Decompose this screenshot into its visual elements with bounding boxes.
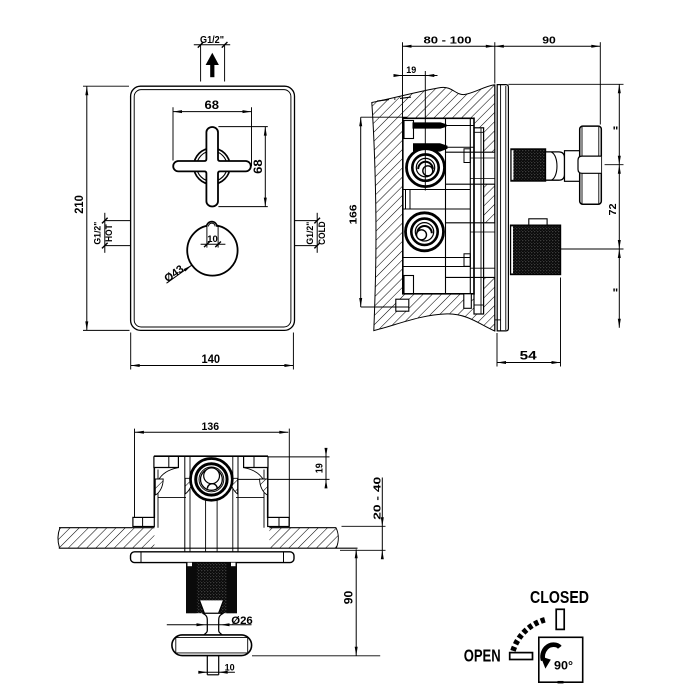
- svg-text:OPEN: OPEN: [464, 646, 501, 666]
- svg-text:80 - 100: 80 - 100: [424, 35, 472, 47]
- svg-text:68: 68: [205, 98, 220, 112]
- svg-text:54: 54: [520, 349, 537, 363]
- svg-text:10: 10: [225, 663, 235, 673]
- svg-text:140: 140: [202, 352, 221, 366]
- svg-text:": ": [612, 286, 618, 300]
- svg-text:210: 210: [72, 195, 86, 214]
- svg-text:": ": [613, 124, 619, 138]
- svg-text:20 - 40: 20 - 40: [372, 477, 384, 520]
- svg-text:90°: 90°: [554, 659, 573, 673]
- svg-text:90: 90: [341, 591, 355, 605]
- svg-text:HOT: HOT: [104, 224, 114, 242]
- svg-text:90: 90: [542, 35, 556, 47]
- svg-text:136: 136: [202, 421, 220, 433]
- svg-text:72: 72: [607, 203, 619, 215]
- svg-text:G1/2": G1/2": [93, 222, 103, 245]
- svg-text:COLD: COLD: [317, 221, 327, 245]
- svg-text:Ø26: Ø26: [231, 615, 253, 627]
- svg-text:10: 10: [207, 234, 218, 244]
- svg-text:G1/2": G1/2": [200, 34, 224, 46]
- svg-text:19: 19: [406, 65, 416, 76]
- svg-text:CLOSED: CLOSED: [530, 587, 589, 607]
- svg-text:G1/2": G1/2": [305, 222, 315, 245]
- svg-text:166: 166: [347, 204, 359, 224]
- svg-text:68: 68: [251, 159, 265, 174]
- svg-text:19: 19: [315, 463, 326, 473]
